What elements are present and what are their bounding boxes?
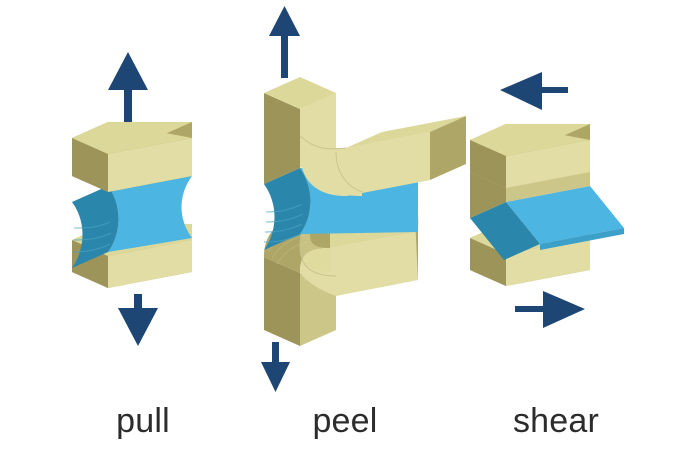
arrow-up-icon — [269, 6, 300, 78]
shear-adhesive-layer — [470, 186, 624, 260]
shear-upper-block — [470, 124, 590, 218]
arrow-down-icon — [118, 294, 158, 346]
panel-peel: peel — [261, 6, 466, 440]
arrow-right-icon — [515, 291, 585, 328]
arrow-down-icon — [261, 342, 290, 392]
peel-upper-arm — [264, 77, 466, 196]
arrow-up-icon — [108, 52, 148, 128]
caption-pull: pull — [116, 402, 170, 440]
caption-peel: peel — [312, 402, 377, 440]
panel-shear: shear — [470, 72, 624, 440]
panel-pull: pull — [72, 52, 192, 440]
pull-upper-block — [72, 122, 192, 192]
pull-adhesive-layer — [72, 176, 192, 268]
caption-shear: shear — [513, 402, 599, 440]
arrow-left-icon — [500, 72, 568, 110]
peel-lower-arm — [264, 196, 419, 346]
